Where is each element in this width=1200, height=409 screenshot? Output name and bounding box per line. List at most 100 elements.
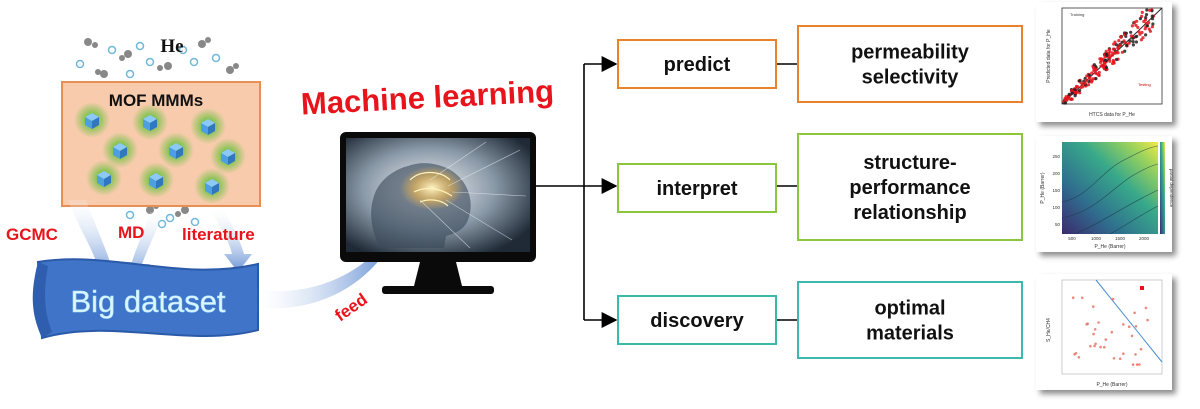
parity-point [1120, 40, 1124, 44]
mof-particle [190, 108, 226, 144]
task-label-interpret: interpret [656, 178, 737, 200]
task-box-interpret [617, 163, 777, 213]
mof-particle [102, 132, 138, 168]
parity-point [1114, 57, 1119, 62]
parity-point [1119, 43, 1123, 47]
robeson-point [1134, 325, 1138, 328]
parity-point [1134, 23, 1138, 27]
pdp-xtick-label: 1000 [1091, 236, 1102, 241]
robeson-point [1092, 305, 1095, 308]
pdp-ytick-label: 100 [1052, 205, 1060, 210]
pdp-xtick-label: 500 [1068, 236, 1076, 241]
robeson-scatter [1071, 296, 1149, 366]
robeson-point [1139, 347, 1143, 351]
machine-learning-title: Machine learning [300, 73, 555, 121]
mof-particle [74, 102, 110, 138]
pdp-ytick-label: 200 [1052, 171, 1060, 176]
parity-scatter [1062, 8, 1156, 105]
parity-point [1087, 73, 1091, 77]
parity-point [1101, 57, 1105, 61]
parity-point [1093, 67, 1097, 71]
parity-point [1077, 79, 1081, 83]
robeson-point [1099, 345, 1102, 349]
result-line-interpret: structure- [863, 152, 956, 174]
parity-point [1120, 50, 1124, 54]
parity-point [1132, 20, 1137, 24]
parity-point [1065, 97, 1069, 101]
robeson-point [1077, 356, 1081, 359]
parity-point [1099, 60, 1103, 64]
mof-particle [138, 162, 174, 198]
robeson-point [1103, 345, 1106, 349]
robeson-point [1138, 363, 1141, 366]
parity-legend-train: Training [1070, 12, 1084, 17]
pdp-xtick-label: 2000 [1139, 236, 1150, 241]
mof-particle [194, 168, 230, 204]
robeson-point [1135, 363, 1139, 366]
parity-point [1147, 27, 1151, 31]
parity-point [1140, 30, 1144, 35]
robeson-point [1104, 338, 1108, 341]
parity-point [1105, 53, 1109, 58]
robeson-plot-inset [1036, 274, 1172, 390]
parity-point [1144, 33, 1148, 37]
robeson-point [1122, 352, 1125, 356]
parity-point [1098, 57, 1102, 61]
parity-point [1086, 83, 1091, 87]
mof-particle [210, 138, 246, 174]
parity-point [1129, 30, 1133, 34]
parity-point [1091, 77, 1095, 81]
pdp-xlabel: P_He (Barrer) [1094, 244, 1125, 250]
robeson-point [1118, 357, 1122, 361]
result-line-predict: permeability [851, 42, 970, 64]
parity-point [1070, 91, 1074, 95]
task-label-predict: predict [664, 54, 731, 76]
parity-point [1103, 61, 1107, 65]
parity-point [1108, 59, 1112, 63]
task-box-discovery [617, 295, 777, 345]
molecule-icon [84, 37, 239, 217]
result-line-interpret: relationship [853, 202, 966, 224]
parity-point [1139, 38, 1143, 42]
task-label-discovery: discovery [650, 310, 744, 332]
result-box-predict [797, 25, 1023, 103]
source-md-label: MD [118, 223, 144, 242]
parity-point [1137, 30, 1141, 34]
parity-point [1131, 43, 1135, 47]
parity-point [1111, 47, 1115, 51]
parity-point [1145, 8, 1149, 12]
robeson-point [1122, 323, 1125, 326]
robeson-point [1127, 325, 1131, 329]
feed-label: feed [331, 290, 371, 326]
big-dataset-banner [32, 258, 259, 340]
parity-point [1104, 49, 1108, 54]
parity-point [1116, 46, 1120, 51]
brain-icon [371, 141, 527, 249]
parity-point [1150, 14, 1154, 18]
result-box-interpret [797, 133, 1023, 241]
mof-particle [86, 160, 122, 196]
robeson-point [1133, 311, 1136, 315]
big-dataset-label: Big dataset [70, 284, 225, 319]
source-gcmc-label: GCMC [6, 225, 58, 244]
result-line-predict: selectivity [862, 67, 960, 89]
parity-point [1085, 74, 1089, 78]
pdp-ytick-label: 250 [1052, 154, 1060, 159]
parity-point [1131, 36, 1135, 40]
pdp-ylabel: P_He (Barrer) [1040, 172, 1046, 203]
result-line-discovery: materials [866, 323, 954, 345]
parity-point [1140, 10, 1144, 14]
parity-point [1080, 82, 1084, 86]
parity-point [1119, 35, 1123, 39]
robeson-point [1081, 296, 1084, 300]
robeson-point [1071, 296, 1075, 300]
task-column: predict permeability selectivity interpret s… [617, 25, 1023, 359]
robeson-point [1130, 334, 1134, 338]
parity-point [1101, 65, 1106, 69]
mof-particle [158, 132, 194, 168]
parity-point [1150, 17, 1155, 21]
parity-point [1087, 76, 1091, 80]
